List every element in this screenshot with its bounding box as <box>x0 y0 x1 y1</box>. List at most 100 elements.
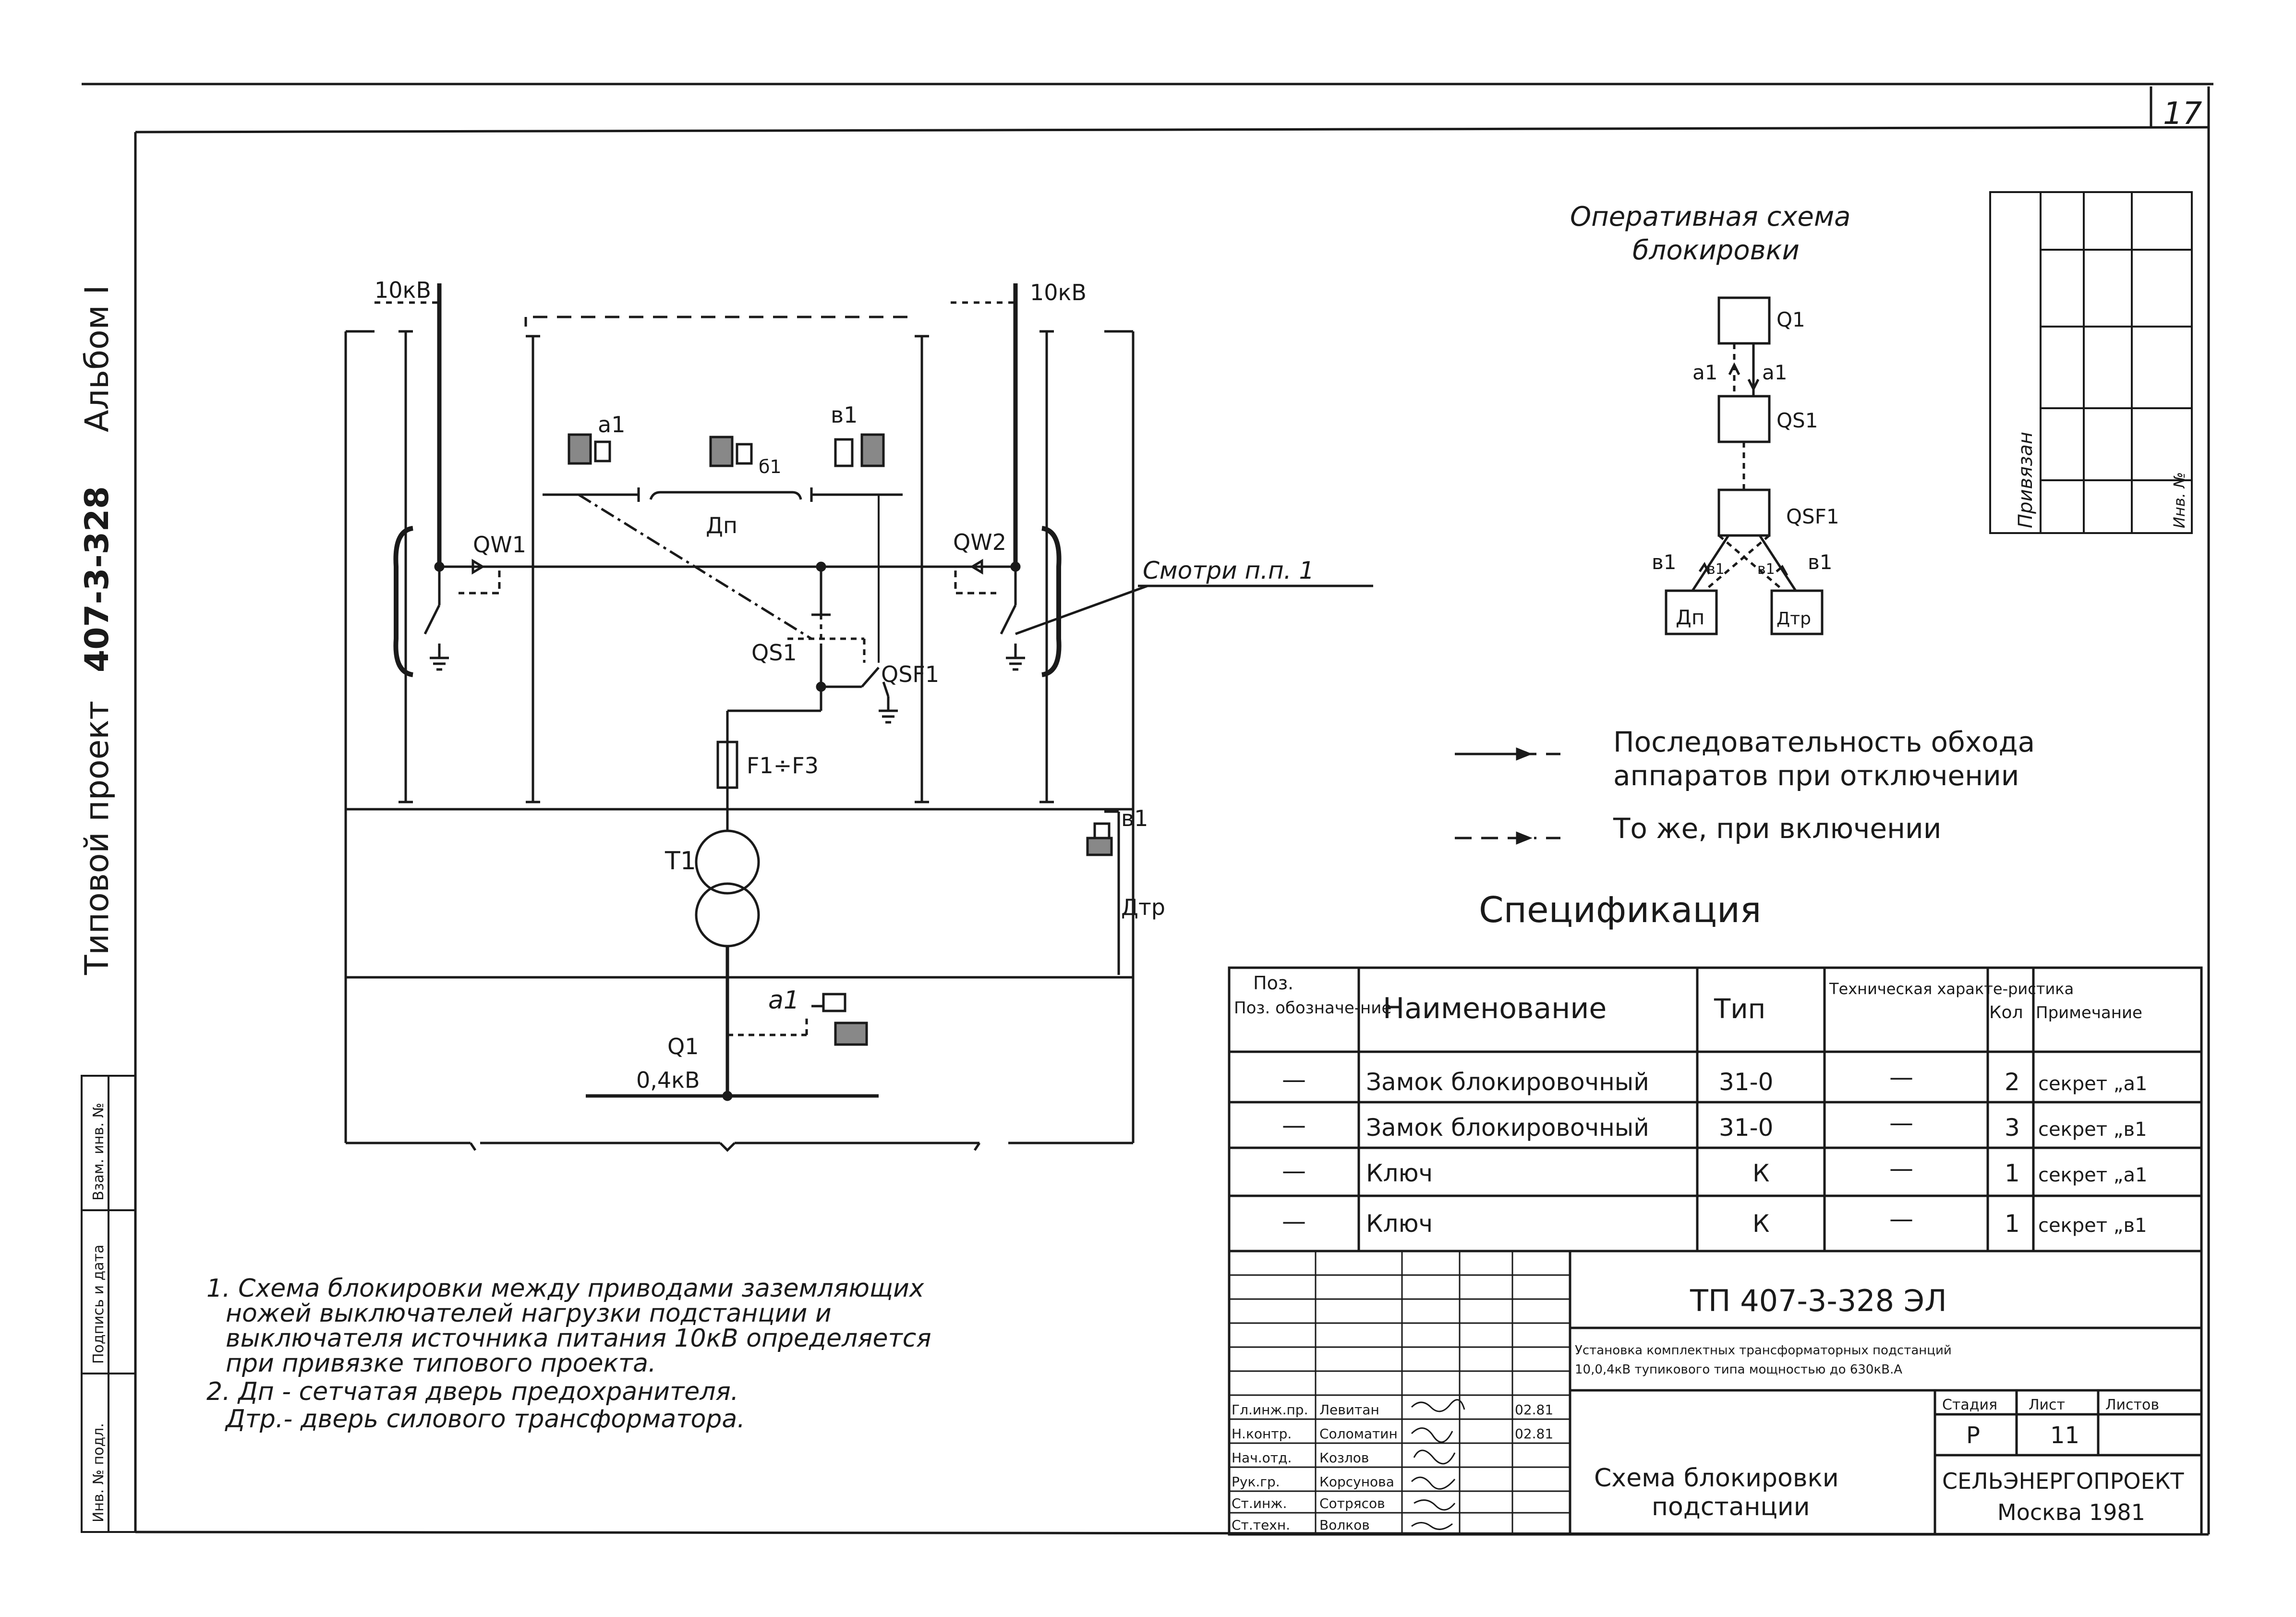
tb-role: Гл.инж.пр. <box>1232 1402 1308 1418</box>
tb-name: Козлов <box>1319 1450 1369 1466</box>
note-line: при привязке типового проекта. <box>226 1349 656 1378</box>
table-row: — Замок блокировочный 31-0 — 3 секрет „в… <box>1282 1109 2147 1142</box>
scheme-labels: 10кВ 10кВ QW1 QW2 QS1 QSF1 F1÷F3 T1 Q1 0… <box>375 277 1314 1093</box>
spec-cell: — <box>1282 1157 1306 1185</box>
lock-v1-top-label: в1 <box>831 402 858 428</box>
side-title-project: Типовой проект <box>78 701 116 975</box>
tb-role: Нач.отд. <box>1232 1450 1292 1466</box>
binding-box <box>1989 191 2193 534</box>
lock-b1-label: б1 <box>759 456 782 477</box>
tb-date: 02.81 <box>1515 1426 1553 1442</box>
binding-inv: Инв. № <box>2170 472 2188 528</box>
spec-cell: — <box>1282 1207 1306 1235</box>
title-block-text: ТП 407-3-328 ЭЛ Установка комплектных тр… <box>1232 1283 2184 1533</box>
legend-solid-2: аппаратов при отключении <box>1613 759 2019 792</box>
spec-h-pos-1: Поз. <box>1253 973 1293 994</box>
main-scheme <box>344 283 1373 1152</box>
spec-cell: — <box>1282 1066 1306 1094</box>
op-qsf1: QSF1 <box>1786 505 1839 528</box>
tb-name: Корсунова <box>1319 1474 1394 1490</box>
spec-cell: секрет „а1 <box>2038 1164 2147 1186</box>
operative-title-1: Оперативная схема <box>1570 201 1850 232</box>
spec-cell: 31-0 <box>1719 1068 1773 1096</box>
side-title: Альбом I 407-3-328 Типовой проект <box>78 285 116 975</box>
qsf1-label: QSF1 <box>881 661 939 687</box>
tb-subtitle-1: Установка комплектных трансформаторных п… <box>1575 1343 1952 1358</box>
tb-name: Сотрясов <box>1319 1495 1385 1511</box>
op-dp: Дп <box>1676 606 1704 629</box>
table-row: — Ключ К — 1 секрет „в1 <box>1282 1205 2147 1238</box>
spec-h-name: Наименование <box>1383 992 1607 1025</box>
tb-name: Волков <box>1319 1517 1370 1533</box>
binding-attached: Привязан <box>2015 432 2037 528</box>
title-block <box>1228 1250 2203 1536</box>
low-bus-label: 0,4кВ <box>636 1067 700 1093</box>
spec-cell: — <box>1282 1111 1306 1139</box>
side-stamp-inv: Инв. № подл. <box>90 1423 107 1522</box>
notes: 1. Схема блокировки между приводами зазе… <box>206 1274 931 1434</box>
tb-code: ТП 407-3-328 ЭЛ <box>1690 1283 1947 1318</box>
tb-drawing-title-2: подстанции <box>1652 1493 1810 1521</box>
spec-h-qty: Кол <box>1989 1003 2023 1022</box>
operative-scheme: Оперативная схема блокировки Q1 QS1 QSF1 <box>1570 201 1850 635</box>
side-stamp <box>81 1075 136 1533</box>
op-v1-left: в1 <box>1652 550 1676 574</box>
qs1-label: QS1 <box>751 640 797 666</box>
sheet-frame <box>82 83 2213 1536</box>
lock-v1-right-label: в1 <box>1121 805 1148 831</box>
tb-drawing-title-1: Схема блокировки <box>1594 1464 1839 1493</box>
spec-rows: — Замок блокировочный 31-0 — 2 секрет „а… <box>1282 1063 2147 1238</box>
tb-sheet-label: Лист <box>2029 1397 2065 1413</box>
spec-h-pos: Поз. обозначе-ние <box>1234 998 1391 1018</box>
spec-cell: К <box>1752 1210 1770 1238</box>
spec-cell: 1 <box>2005 1159 2020 1187</box>
dp-label: Дп <box>706 512 737 538</box>
op-q1: Q1 <box>1776 308 1805 331</box>
spec-header: Поз. Поз. обозначе-ние Наименование Тип … <box>1234 973 2142 1025</box>
bus-left-label: 10кВ <box>375 277 431 303</box>
tb-org-1: СЕЛЬЭНЕРГОПРОЕКТ <box>1942 1468 2184 1494</box>
tb-sheets-label: Листов <box>2105 1397 2159 1413</box>
lock-a1-top-label: а1 <box>598 412 625 438</box>
tb-stage: Р <box>1966 1422 1980 1449</box>
tb-stage-label: Стадия <box>1942 1397 1997 1413</box>
table-row: — Замок блокировочный 31-0 — 2 секрет „а… <box>1282 1063 2147 1096</box>
spec-cell: секрет „а1 <box>2038 1073 2147 1095</box>
spec-cell: — <box>1889 1155 1913 1182</box>
op-b1-left: в1 <box>1707 561 1725 578</box>
spec-cell: 3 <box>2005 1114 2020 1142</box>
tb-role: Н.контр. <box>1232 1426 1292 1442</box>
side-stamp-vzam: Взам. инв. № <box>90 1103 107 1201</box>
spec-cell: — <box>1889 1063 1913 1091</box>
spec-h-tech: Техническая характе-ристика <box>1829 980 2074 998</box>
op-v1-right: в1 <box>1808 550 1832 574</box>
op-a1-left: а1 <box>1692 361 1717 384</box>
side-title-album: Альбом I <box>78 285 116 432</box>
qw1-label: QW1 <box>473 532 526 558</box>
legend: Последовательность обхода аппаратов при … <box>1455 726 2035 845</box>
tb-subtitle-2: 10,0,4кВ тупикового типа мощностью до 63… <box>1575 1362 1902 1377</box>
spec-cell: — <box>1889 1205 1913 1233</box>
t1-label: T1 <box>665 847 696 875</box>
operative-title-2: блокировки <box>1632 235 1800 266</box>
side-stamp-sign: Подпись и дата <box>90 1245 107 1364</box>
spec-cell: Замок блокировочный <box>1366 1114 1649 1142</box>
note-line: выключателя источника питания 10кВ опред… <box>226 1324 931 1353</box>
tb-role: Ст.инж. <box>1232 1495 1287 1511</box>
qw2-label: QW2 <box>953 529 1006 555</box>
spec-h-type: Тип <box>1714 994 1765 1025</box>
tb-sheet: 11 <box>2050 1422 2079 1449</box>
spec-cell: секрет „в1 <box>2038 1119 2147 1141</box>
fuses-label: F1÷F3 <box>747 753 819 778</box>
note-line: ножей выключателей нагрузки подстанции и <box>226 1299 832 1328</box>
spec-cell: секрет „в1 <box>2038 1215 2147 1237</box>
dtr-label: Дтр <box>1121 894 1165 920</box>
note-line: 1. Схема блокировки между приводами зазе… <box>206 1274 925 1303</box>
spec-cell: Ключ <box>1366 1159 1433 1187</box>
tb-date: 02.81 <box>1515 1402 1553 1418</box>
spec-cell: — <box>1889 1109 1913 1137</box>
spec-title: Спецификация <box>1479 889 1761 931</box>
spec-cell: 2 <box>2005 1068 2020 1096</box>
legend-dashed: То же, при включении <box>1613 812 1941 845</box>
